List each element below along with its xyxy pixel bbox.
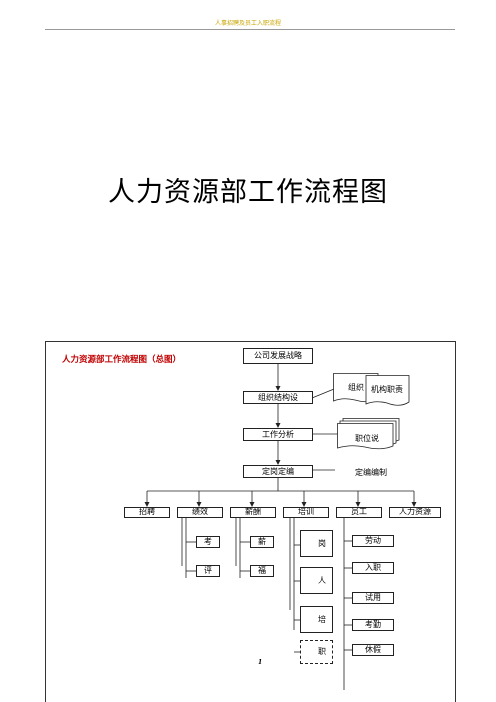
box-staffing: 定岗定编 bbox=[243, 465, 313, 478]
flowchart-frame bbox=[45, 341, 456, 702]
flowchart-title: 人力资源部工作流程图（总图） bbox=[62, 355, 182, 365]
sub-welfare: 福 bbox=[250, 565, 274, 577]
sub-position: 职 bbox=[300, 640, 333, 664]
sub-attendance: 考勤 bbox=[352, 619, 394, 631]
doc-org-label-front: 机构职责 bbox=[371, 385, 403, 394]
doc-org-label-back: 组织 bbox=[348, 383, 364, 392]
box-org-design: 组织结构设 bbox=[243, 391, 313, 404]
page-header-text: 人事招聘及员工入职流程 bbox=[214, 20, 281, 27]
sub-assessment: 考 bbox=[196, 536, 220, 548]
box-company-strategy: 公司发展战略 bbox=[243, 348, 313, 364]
doc-job-label: 职位说 bbox=[355, 434, 379, 443]
branch-compensation: 薪酬 bbox=[230, 507, 276, 518]
sub-evaluation: 评 bbox=[196, 565, 220, 577]
branch-performance: 绩效 bbox=[177, 507, 223, 518]
page-number: 1 bbox=[258, 659, 263, 666]
box-job-analysis: 工作分析 bbox=[243, 428, 313, 441]
sub-post-training: 岗 bbox=[300, 530, 333, 557]
sub-leave: 休假 bbox=[352, 644, 394, 656]
sub-salary: 薪 bbox=[250, 536, 274, 548]
doc-staff-label: 定编编制 bbox=[355, 468, 387, 477]
page-title: 人力资源部工作流程图 bbox=[108, 177, 388, 208]
header-rule bbox=[45, 29, 455, 30]
sub-onboarding: 入职 bbox=[352, 562, 394, 574]
branch-training: 培训 bbox=[283, 507, 329, 518]
sub-labor: 劳动 bbox=[352, 535, 394, 547]
sub-personnel: 人 bbox=[300, 567, 333, 594]
branch-employee: 员工 bbox=[336, 507, 382, 518]
branch-hr-planning: 人力资源 bbox=[389, 507, 441, 518]
sub-probation: 试用 bbox=[352, 592, 394, 604]
branch-recruitment: 招聘 bbox=[124, 507, 170, 518]
sub-training: 培 bbox=[300, 606, 333, 633]
